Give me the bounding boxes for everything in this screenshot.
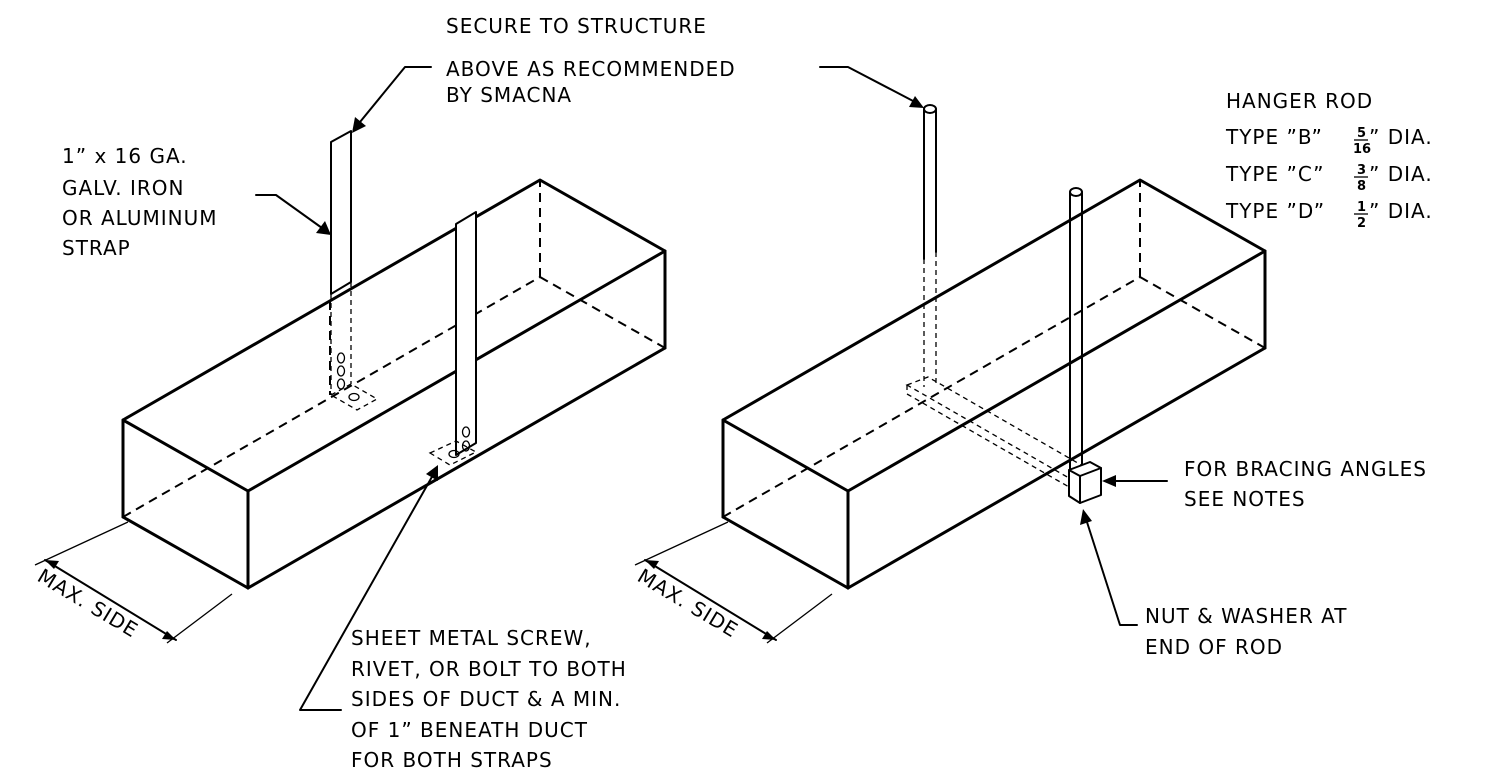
svg-text:” DIA.: ” DIA. xyxy=(1369,125,1433,149)
bracing-angle xyxy=(905,376,1092,488)
screw-note: SHEET METAL SCREW, RIVET, OR BOLT TO BOT… xyxy=(351,626,634,772)
svg-text:2: 2 xyxy=(1357,216,1366,231)
nut-and-washer xyxy=(1068,461,1102,504)
bracing-note-leader xyxy=(1102,475,1168,487)
svg-text:TYPE ”D”: TYPE ”D” xyxy=(1225,199,1325,223)
left-max-side-label: MAX. SIDE xyxy=(33,564,142,643)
left-duct-outline xyxy=(121,178,667,590)
front-strap xyxy=(428,211,478,466)
hanger-type-c: TYPE ”C” 3 8 ” DIA. xyxy=(1225,162,1433,194)
secure-note: SECURE TO STRUCTURE ABOVE AS RECOMMENDED… xyxy=(446,14,743,107)
strap-note-leader xyxy=(255,194,331,235)
left-max-side-dimension: MAX. SIDE xyxy=(33,521,233,644)
svg-text:3: 3 xyxy=(1357,163,1366,178)
svg-text:” DIA.: ” DIA. xyxy=(1369,199,1433,223)
svg-text:1: 1 xyxy=(1357,200,1366,215)
strap-note: 1” x 16 GA. GALV. IRON OR ALUMINUM STRAP xyxy=(62,144,225,260)
right-max-side-dimension: MAX. SIDE xyxy=(633,521,833,644)
svg-text:TYPE ”C”: TYPE ”C” xyxy=(1225,162,1325,186)
right-duct-hidden-edges xyxy=(722,180,1266,518)
svg-text:16: 16 xyxy=(1353,142,1371,157)
right-secure-leader xyxy=(819,66,924,108)
svg-text:8: 8 xyxy=(1357,179,1366,194)
back-hanger-rod xyxy=(923,104,937,387)
hanger-type-d: TYPE ”D” 1 2 ” DIA. xyxy=(1225,199,1433,231)
front-hanger-rod xyxy=(1069,187,1083,471)
right-max-side-label: MAX. SIDE xyxy=(633,564,742,643)
right-duct-outline xyxy=(721,178,1267,590)
nut-note: NUT & WASHER AT END OF ROD xyxy=(1145,604,1355,659)
hanger-type-b: TYPE ”B” 5 16 ” DIA. xyxy=(1225,125,1433,157)
back-strap xyxy=(329,130,379,411)
left-duct-strap-detail: MAX. SIDE SECURE TO STRUCTURE ABOVE AS R… xyxy=(33,14,743,772)
right-duct-rod-detail: MAX. SIDE HANGER ROD TYPE ”B” 5 16 ” DIA… xyxy=(633,66,1434,659)
hanger-rod-title: HANGER ROD xyxy=(1226,89,1373,113)
svg-text:5: 5 xyxy=(1357,126,1366,141)
screw-note-leader xyxy=(299,465,438,711)
svg-text:TYPE ”B”: TYPE ”B” xyxy=(1225,125,1323,149)
bracing-note: FOR BRACING ANGLES SEE NOTES xyxy=(1184,457,1434,511)
left-duct-hidden-edges xyxy=(122,180,666,518)
svg-text:” DIA.: ” DIA. xyxy=(1369,162,1433,186)
nut-note-leader xyxy=(1080,509,1138,626)
secure-note-leader xyxy=(352,66,432,133)
